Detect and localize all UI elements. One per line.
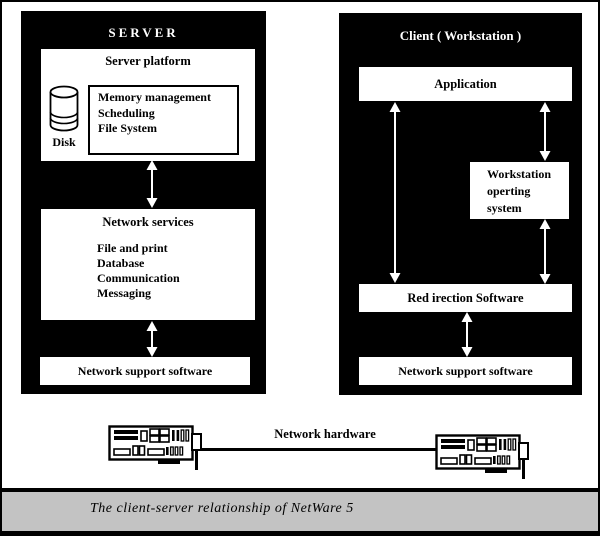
double-arrow-redirection-support-icon	[461, 312, 473, 357]
kernel-item: Memory management	[98, 90, 211, 104]
server-platform-box: Server platform Disk Memory management S…	[41, 49, 255, 161]
caption-bar: The client-server relationship of NetWar…	[2, 488, 598, 534]
kernel-item: File System	[98, 121, 157, 135]
workstation-os-line: operting	[487, 184, 531, 198]
client-panel: Client ( Workstation ) Application Works…	[339, 13, 582, 395]
double-arrow-application-redirection-icon	[389, 102, 401, 283]
redirection-software-box: Red irection Software	[359, 284, 572, 312]
service-item: File and print	[97, 241, 168, 255]
network-services-title: Network services	[102, 215, 194, 229]
service-item: Communication	[97, 271, 180, 285]
double-arrow-os-redirection-icon	[539, 219, 551, 284]
network-services-box: Network services File and print Database…	[41, 209, 255, 320]
network-card-right-icon	[435, 434, 529, 479]
caption-text: The client-server relationship of NetWar…	[90, 501, 354, 516]
double-arrow-application-os-icon	[539, 102, 551, 161]
service-item: Messaging	[97, 286, 151, 300]
workstation-os-box: Workstation operting system	[470, 162, 569, 219]
server-network-support-box: Network support software	[40, 357, 250, 385]
client-network-support-box: Network support software	[359, 357, 572, 385]
network-hardware-label: Network hardware	[274, 427, 376, 441]
service-item: Database	[97, 256, 145, 270]
application-box: Application	[359, 67, 572, 101]
kernel-services-box: Memory management Scheduling File System	[88, 85, 239, 155]
double-arrow-services-support-icon	[146, 321, 158, 357]
disk-icon	[49, 85, 79, 132]
client-panel-title: Client ( Workstation )	[399, 28, 522, 43]
disk-label: Disk	[52, 135, 76, 149]
server-panel: SERVER Server platform Disk Memory manag…	[21, 11, 266, 394]
server-platform-title: Server platform	[105, 54, 191, 68]
double-arrow-platform-services-icon	[146, 160, 158, 208]
workstation-os-line: Workstation	[487, 167, 552, 181]
workstation-os-line: system	[487, 201, 522, 215]
kernel-item: Scheduling	[98, 105, 155, 120]
network-cable	[198, 448, 438, 451]
network-card-left-icon	[108, 425, 202, 470]
server-panel-title: SERVER	[108, 25, 179, 40]
